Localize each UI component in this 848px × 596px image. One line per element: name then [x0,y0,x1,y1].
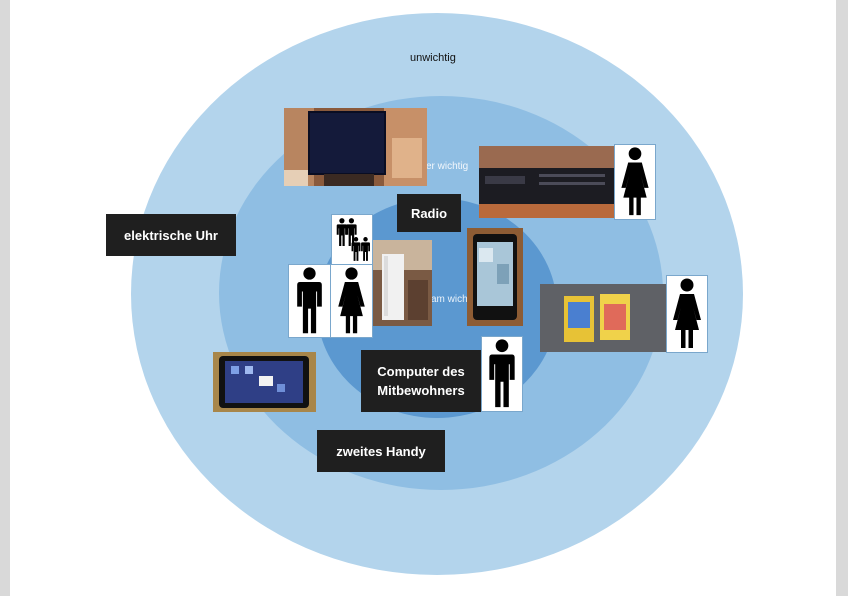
female-icon [666,275,708,353]
smartphone-photo [467,228,523,326]
clock-label-box: elektrische Uhr [106,214,236,256]
female-icon [330,264,373,338]
tablet-photo [213,352,316,412]
male-icon [481,336,523,412]
receiver-photo [479,146,614,218]
inner-ring-label: am wich [431,294,468,305]
tv-photo [284,108,427,186]
console-photo [372,240,432,326]
books-photo [540,284,666,352]
middle-ring-label: er wichtig [426,161,469,172]
outer-ring-label: unwichtig [410,52,456,64]
radio-label-box: Radio [397,194,461,232]
female-icon [614,144,656,220]
family-icon [331,214,373,266]
male-icon [288,264,331,338]
roommate-computer-label-box: Computer des Mitbewohners [361,350,481,412]
second-phone-label-box: zweites Handy [317,430,445,472]
